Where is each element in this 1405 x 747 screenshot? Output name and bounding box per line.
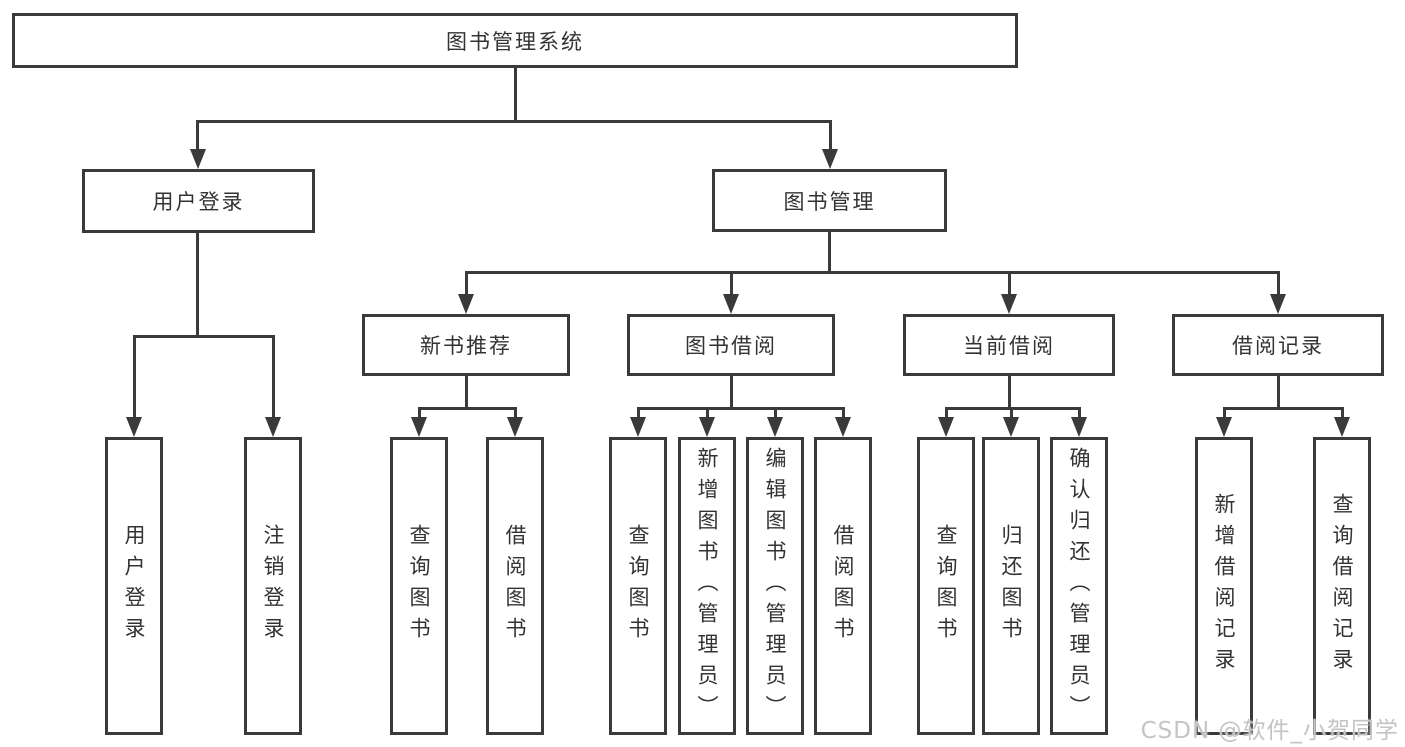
connector-line [1277, 271, 1280, 294]
leaf-records-add-record-label: 新增借阅记录 [1212, 493, 1236, 679]
connector-line [637, 407, 845, 410]
leaf-borrow-borrow-book: 借阅图书 [814, 437, 872, 735]
arrowhead-down [822, 149, 838, 169]
watermark: CSDN @软件_小贺同学 [1140, 718, 1399, 744]
arrowhead-down [938, 417, 954, 437]
connector-line [829, 120, 832, 150]
connector-line [945, 407, 1081, 410]
connector-line [828, 232, 831, 271]
connector-line [945, 407, 948, 417]
connector-line [272, 335, 275, 418]
arrowhead-down [1334, 417, 1350, 437]
connector-line [465, 375, 468, 407]
node-current-borrow-label: 当前借阅 [963, 334, 1055, 358]
leaf-logout-label: 注销登录 [261, 524, 285, 648]
connector-line [418, 407, 421, 417]
leaf-current-query-book: 查询图书 [917, 437, 975, 735]
connector-line [196, 120, 832, 123]
connector-line [1010, 407, 1013, 417]
connector-line [196, 233, 199, 335]
connector-line [730, 375, 733, 407]
connector-line [1341, 407, 1344, 417]
node-current-borrow: 当前借阅 [903, 314, 1115, 376]
leaf-logout: 注销登录 [244, 437, 302, 735]
arrowhead-down [1071, 417, 1087, 437]
leaf-current-confirm-return-admin: 确认归还（管理员） [1050, 437, 1108, 735]
connector-line [842, 407, 845, 417]
connector-line [1008, 375, 1011, 407]
leaf-newrec-borrow-book-label: 借阅图书 [503, 524, 527, 648]
node-new-book-recommend-label: 新书推荐 [420, 334, 512, 358]
node-root: 图书管理系统 [12, 13, 1018, 68]
node-user-login-label: 用户登录 [152, 190, 245, 214]
leaf-newrec-query-book: 查询图书 [390, 437, 448, 735]
arrowhead-down [507, 417, 523, 437]
node-book-management: 图书管理 [712, 169, 947, 232]
leaf-current-query-book-label: 查询图书 [934, 524, 958, 648]
leaf-current-return-book: 归还图书 [982, 437, 1040, 735]
leaf-newrec-query-book-label: 查询图书 [407, 524, 431, 648]
leaf-borrow-borrow-book-label: 借阅图书 [831, 524, 855, 648]
leaf-current-return-book-label: 归还图书 [999, 524, 1023, 648]
connector-line [730, 271, 733, 294]
leaf-borrow-add-book-admin: 新增图书（管理员） [678, 437, 736, 735]
arrowhead-down [411, 417, 427, 437]
connector-line [418, 407, 517, 410]
connector-line [706, 407, 709, 417]
connector-line [196, 120, 199, 150]
leaf-borrow-query-book: 查询图书 [609, 437, 667, 735]
arrowhead-down [630, 417, 646, 437]
leaf-user-login: 用户登录 [105, 437, 163, 735]
node-borrow-records-label: 借阅记录 [1232, 334, 1324, 358]
node-book-management-label: 图书管理 [783, 189, 876, 214]
leaf-borrow-edit-book-admin-label: 编辑图书（管理员） [763, 446, 787, 726]
arrowhead-down [265, 417, 281, 437]
leaf-borrow-query-book-label: 查询图书 [626, 524, 650, 648]
connector-line [465, 271, 1280, 274]
leaf-current-confirm-return-admin-label: 确认归还（管理员） [1067, 446, 1091, 726]
connector-line [133, 335, 275, 338]
connector-line [1277, 375, 1280, 407]
node-user-login: 用户登录 [82, 169, 315, 233]
connector-line [1008, 271, 1011, 294]
arrowhead-down [1001, 294, 1017, 314]
leaf-borrow-add-book-admin-label: 新增图书（管理员） [695, 446, 719, 726]
connector-line [514, 407, 517, 417]
node-new-book-recommend: 新书推荐 [362, 314, 570, 376]
leaf-records-add-record: 新增借阅记录 [1195, 437, 1253, 735]
connector-line [1223, 407, 1226, 417]
leaf-records-query-record: 查询借阅记录 [1313, 437, 1371, 735]
leaf-records-query-record-label: 查询借阅记录 [1330, 493, 1354, 679]
connector-line [514, 68, 517, 120]
arrowhead-down [1270, 294, 1286, 314]
leaf-newrec-borrow-book: 借阅图书 [486, 437, 544, 735]
leaf-user-login-label: 用户登录 [122, 524, 146, 648]
connector-line [774, 407, 777, 417]
node-book-borrow-label: 图书借阅 [685, 334, 777, 358]
connector-line [1223, 407, 1344, 410]
arrowhead-down [1003, 417, 1019, 437]
leaf-borrow-edit-book-admin: 编辑图书（管理员） [746, 437, 804, 735]
node-borrow-records: 借阅记录 [1172, 314, 1384, 376]
connector-line [637, 407, 640, 417]
connector-line [133, 335, 136, 418]
arrowhead-down [190, 149, 206, 169]
arrowhead-down [1216, 417, 1232, 437]
node-root-label: 图书管理系统 [446, 29, 584, 54]
arrowhead-down [699, 417, 715, 437]
arrowhead-down [126, 417, 142, 437]
arrowhead-down [723, 294, 739, 314]
arrowhead-down [458, 294, 474, 314]
connector-line [1078, 407, 1081, 417]
connector-line [465, 271, 468, 294]
arrowhead-down [767, 417, 783, 437]
node-book-borrow: 图书借阅 [627, 314, 835, 376]
arrowhead-down [835, 417, 851, 437]
